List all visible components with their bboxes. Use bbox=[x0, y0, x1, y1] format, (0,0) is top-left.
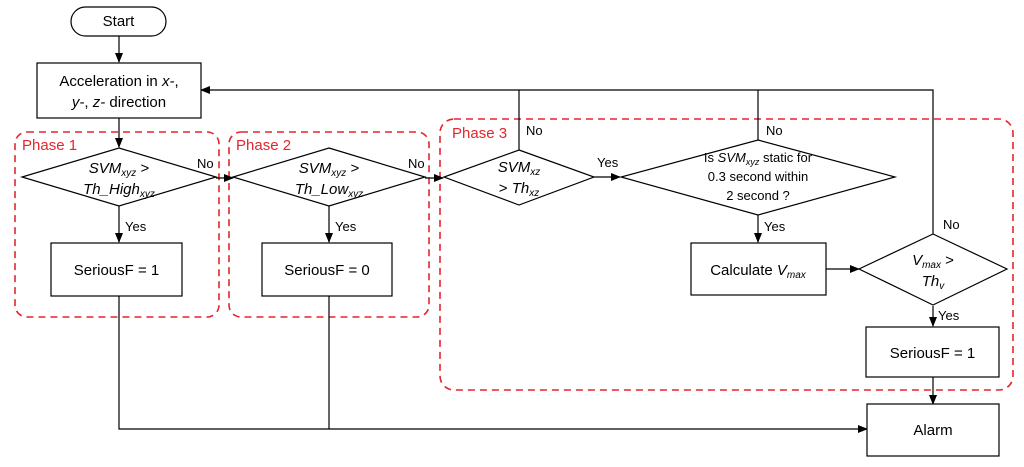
label-yes-d4: Yes bbox=[764, 219, 786, 234]
label-no-d4: No bbox=[766, 123, 783, 138]
alarm-box: Alarm bbox=[866, 403, 1000, 457]
phase-3-region: Phase 3 bbox=[439, 118, 1014, 391]
decision-vmax: Vmax > Thv bbox=[857, 233, 1009, 306]
serious-phase-1-box: SeriousF = 1 bbox=[50, 242, 183, 297]
decision-3-line-1: SVMxz bbox=[498, 159, 541, 178]
branch-labels: No Yes No Yes No Yes No Yes No Yes bbox=[125, 123, 960, 323]
serious-phase-2-label: SeriousF = 0 bbox=[284, 262, 369, 279]
decision-svm-xz: SVMxz > Thxz bbox=[442, 149, 596, 206]
acceleration-line-1: Acceleration in x-, bbox=[59, 73, 178, 90]
serious-phase-3-box: SeriousF = 1 bbox=[865, 326, 1000, 378]
decision-1-line-1: SVMxyz > bbox=[89, 160, 150, 179]
decision-4-line-2: 0.3 second within bbox=[708, 169, 808, 184]
label-no-d1: No bbox=[197, 156, 214, 171]
start-label: Start bbox=[103, 13, 136, 30]
edge-serious1-to-alarm bbox=[118, 296, 868, 433]
calculate-vmax-box: Calculate Vmax bbox=[690, 242, 827, 296]
acceleration-box: Acceleration in x-, y-, z- direction bbox=[36, 62, 202, 119]
decision-1-line-2: Th_Highxyz bbox=[83, 181, 155, 200]
serious-phase-3-label: SeriousF = 1 bbox=[890, 345, 975, 362]
label-yes-d2: Yes bbox=[335, 219, 357, 234]
decision-2-line-1: SVMxyz > bbox=[299, 160, 360, 179]
label-yes-d3: Yes bbox=[597, 155, 619, 170]
start-node: Start bbox=[70, 6, 167, 37]
serious-phase-2-box: SeriousF = 0 bbox=[261, 242, 393, 297]
decision-3-line-2: > Thxz bbox=[499, 180, 539, 199]
phase-2-label: Phase 2 bbox=[236, 137, 291, 154]
label-yes-d1: Yes bbox=[125, 219, 147, 234]
decision-svm-high: SVMxyz > Th_Highxyz bbox=[19, 147, 219, 207]
decision-4-line-1: Is SVMxyz static for bbox=[704, 150, 813, 167]
alarm-label: Alarm bbox=[913, 422, 952, 439]
acceleration-line-2: y-, z- direction bbox=[71, 94, 166, 111]
label-no-d5: No bbox=[943, 217, 960, 232]
edge-d5-no-feedback bbox=[200, 86, 934, 234]
decision-svm-static: Is SVMxyz static for 0.3 second within 2… bbox=[618, 139, 898, 216]
phase-1-region: Phase 1 bbox=[14, 131, 220, 318]
calculate-vmax-label: Calculate Vmax bbox=[710, 262, 807, 281]
edges bbox=[115, 36, 937, 433]
decision-svm-low: SVMxyz > Th_Lowxyz bbox=[230, 147, 428, 207]
label-no-d3: No bbox=[526, 123, 543, 138]
phase-1-label: Phase 1 bbox=[22, 137, 77, 154]
decision-2-line-2: Th_Lowxyz bbox=[295, 181, 363, 200]
decision-4-line-3: 2 second ? bbox=[726, 188, 790, 203]
serious-phase-1-label: SeriousF = 1 bbox=[74, 262, 159, 279]
label-no-d2: No bbox=[408, 156, 425, 171]
decision-5-line-2: Thv bbox=[922, 273, 946, 292]
decision-5-line-1: Vmax > bbox=[912, 252, 954, 271]
phase-3-label: Phase 3 bbox=[452, 125, 507, 142]
label-yes-d5: Yes bbox=[938, 308, 960, 323]
